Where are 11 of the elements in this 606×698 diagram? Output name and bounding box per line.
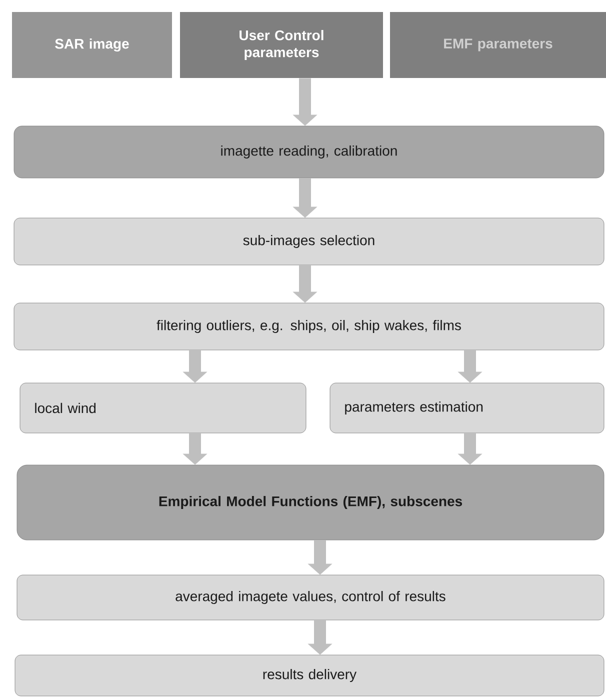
process-box: averaged imagete values, control of results [16,574,604,620]
process-box: results delivery [14,654,604,696]
process-box: imagette reading, calibration [14,126,604,178]
process-box: local wind [20,382,306,434]
process-box: Empirical Model Functions (EMF), subscenes [16,464,604,540]
process-box: sub-images selection [14,218,604,266]
input-box: EMF parameters [390,12,606,78]
process-box: parameters estimation [330,382,604,434]
input-box: User Control parameters [180,12,383,78]
process-box: filtering outliers, e.g. ships, oil, ship wakes, films [14,302,604,350]
input-box: SAR image [12,12,172,78]
